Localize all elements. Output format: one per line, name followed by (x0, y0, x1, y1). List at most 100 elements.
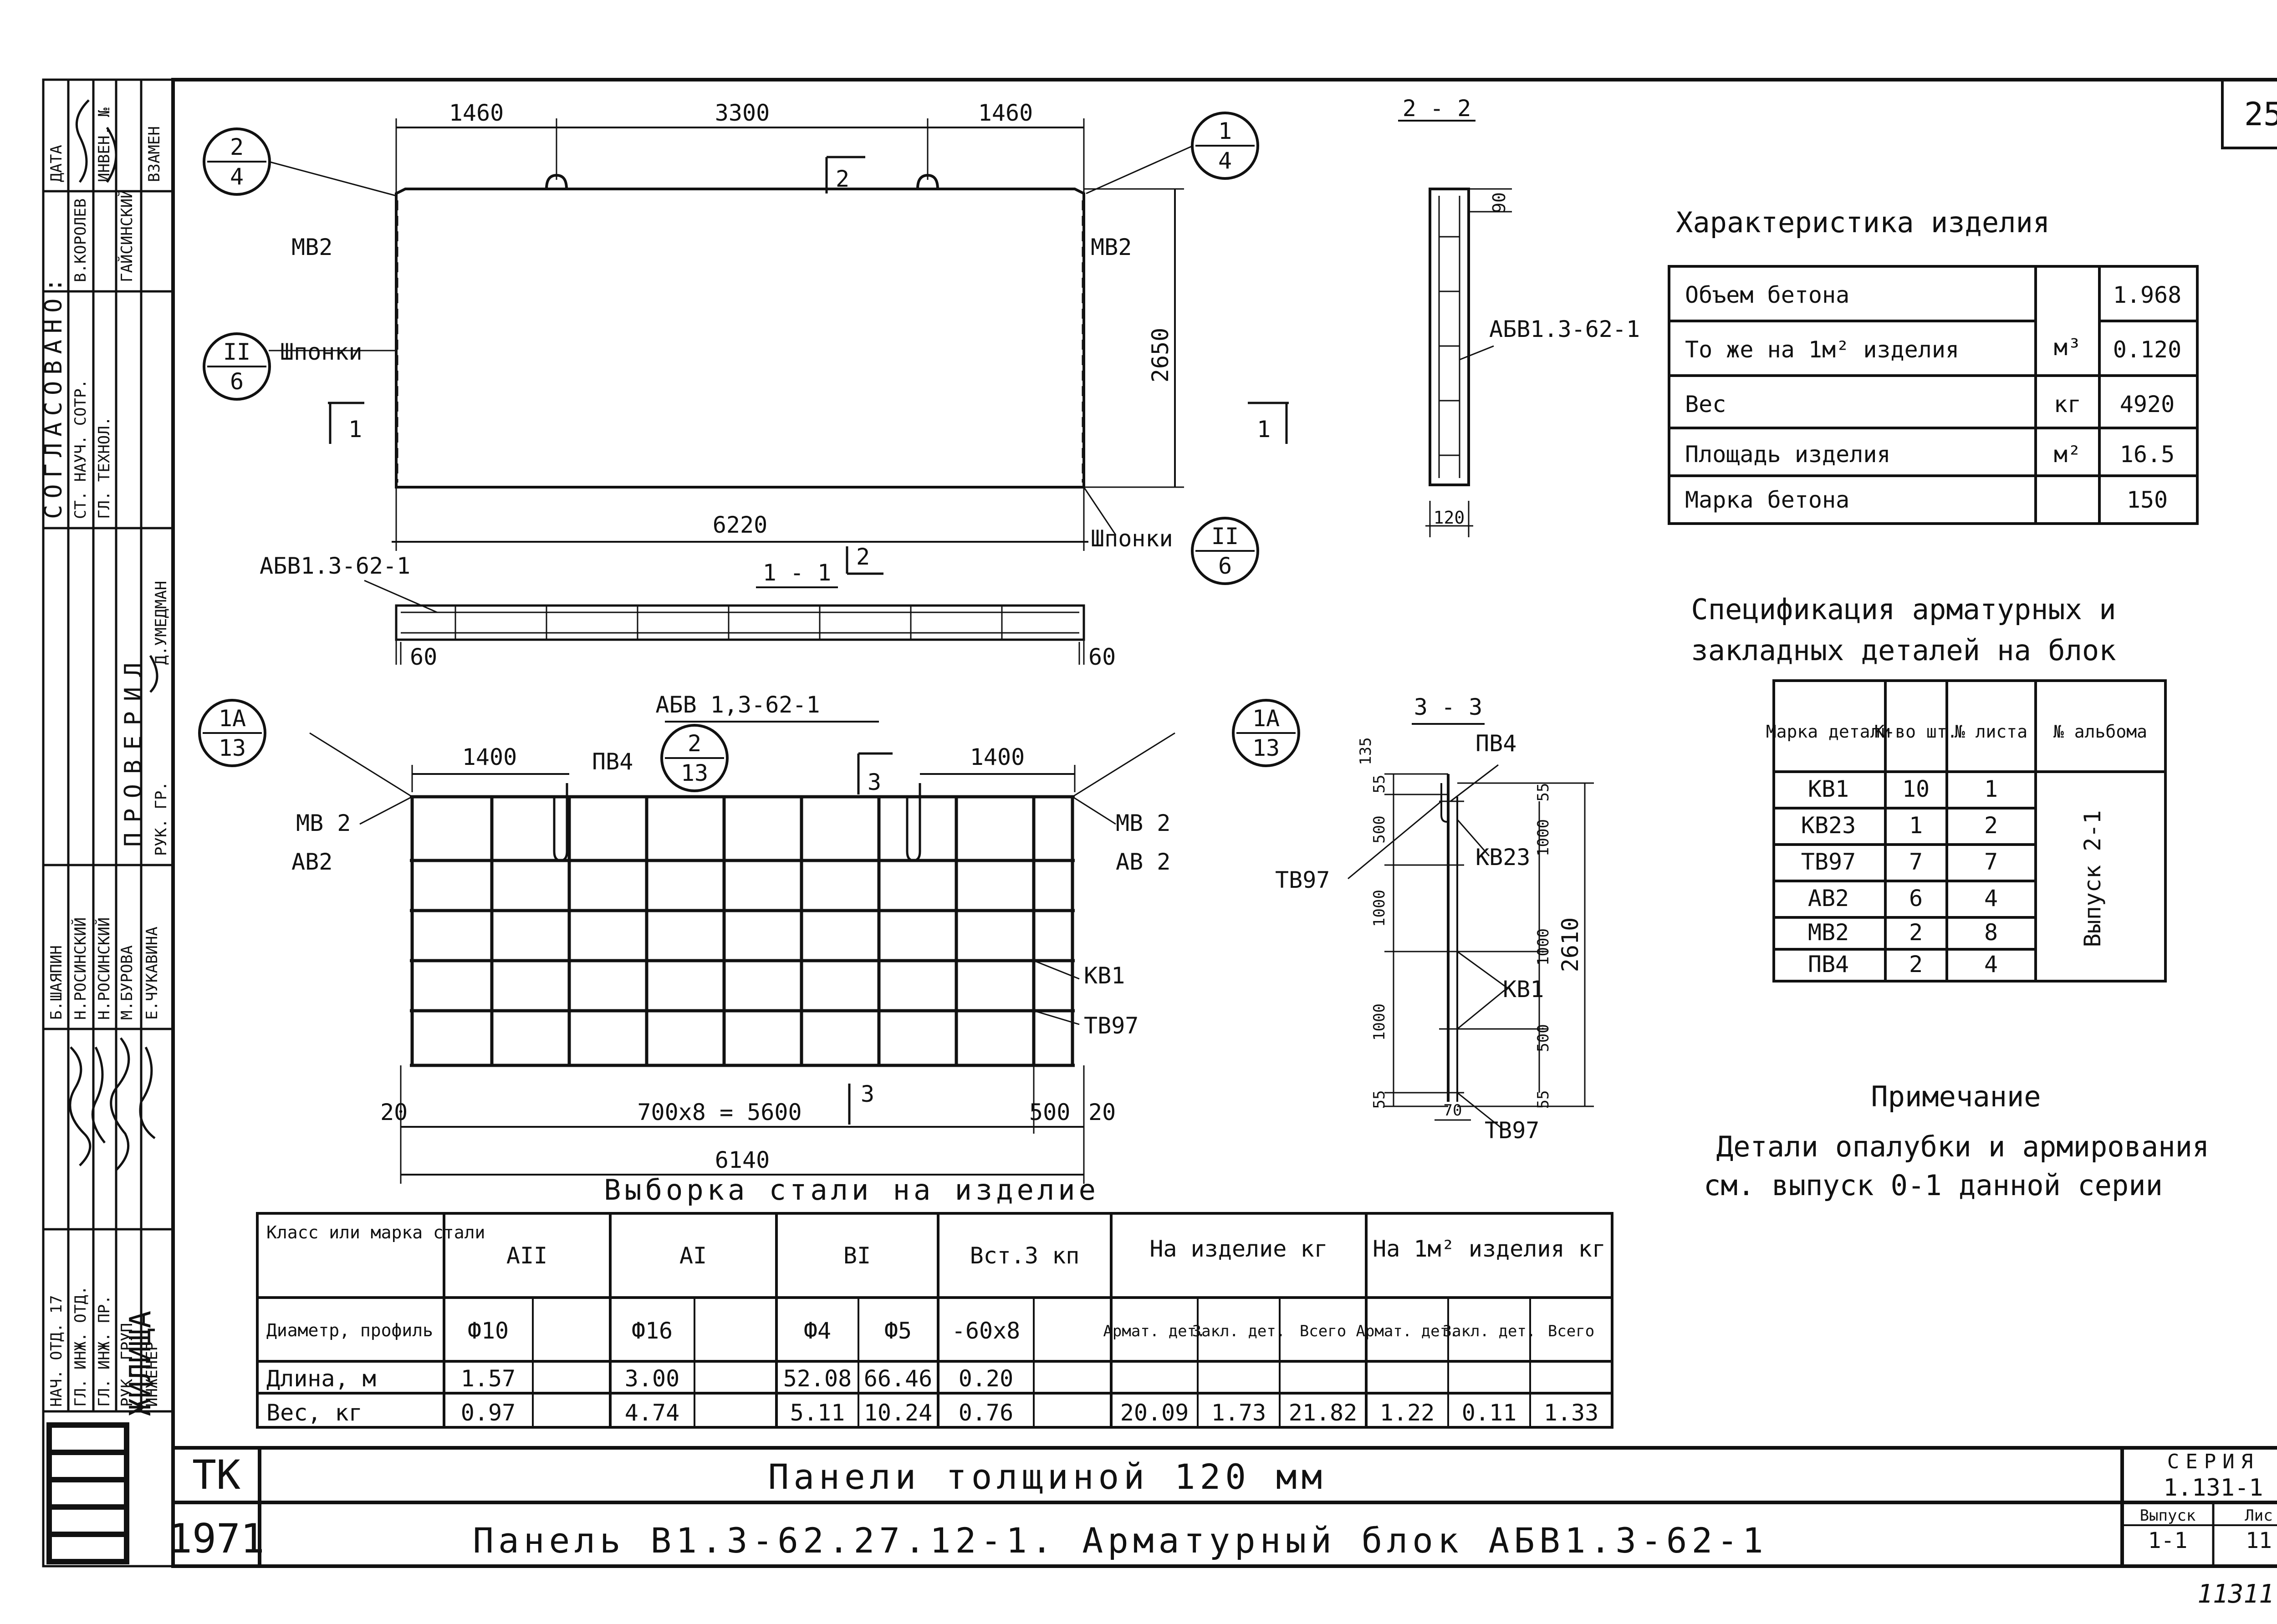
stamp-approved-header: СОГЛАСОВАНО: (40, 271, 67, 519)
spec-r6-mark: ПВ4 (1808, 951, 1849, 977)
callout-II-6-left-top: II (223, 339, 250, 365)
section-3-3-label-tv97-top: ТВ97 (1275, 867, 1330, 893)
panel-dim-top-1: 1460 (449, 100, 504, 126)
stamp-staff-role-2: ГЛ. ИНЖ. ОТД. (71, 1286, 90, 1407)
section-1-1-edge-dim-left: 60 (410, 644, 437, 670)
spec-album: Выпуск 2-1 (2079, 810, 2106, 947)
stamp-approval-name-1: В.КОРОЛЕВ (71, 199, 90, 282)
char-value-2: 0.120 (2113, 336, 2182, 363)
stamp-staff-name-2: Н.РОСИНСКИЙ (71, 917, 90, 1020)
char-unit-4: м² (2054, 441, 2081, 468)
steel-head-class: Класс или марка стали (266, 1222, 485, 1242)
block-dim-left: 1400 (462, 744, 517, 770)
panel-dim-top-3: 1460 (978, 100, 1033, 126)
note-title: Примечание (1871, 1080, 2041, 1113)
title-block (173, 1446, 2277, 1566)
stamp-approval-role-2: ГЛ. ТЕХНОЛ. (95, 417, 113, 519)
section-3-3-label-kv1: КВ1 (1503, 976, 1544, 1003)
section-1-1-mark: 2 (856, 544, 870, 570)
stamp-staff-name-3: Н.РОСИНСКИЙ (95, 917, 113, 1020)
title-series-label: СЕРИЯ (2167, 1450, 2259, 1473)
block-dim-right: 1400 (970, 744, 1025, 770)
section-3-3-right-dim-2: 1000 (1534, 819, 1552, 856)
sheet-number: 25 (2244, 96, 2277, 133)
callout-II-6-right-top: II (1211, 523, 1239, 550)
steel-wt-7: 0.76 (959, 1400, 1013, 1426)
block-view (309, 732, 1175, 1184)
panel-section-mark-1-left: 1 (348, 416, 362, 443)
title-issue: 1-1 (2148, 1528, 2188, 1553)
steel-len-3: 3.00 (625, 1365, 679, 1392)
title-line1: Панели толщиной 120 мм (768, 1456, 1327, 1497)
steel-wt-1: 0.97 (461, 1400, 516, 1426)
spec-r6-sheet: 4 (1984, 951, 1998, 977)
steel-wt-12: 1.22 (1380, 1400, 1435, 1426)
steel-sub-header-1: Армат. дет. (1103, 1322, 1205, 1340)
block-dim-edge-20: 20 (1088, 1099, 1116, 1125)
block-label-ab2-right: АВ 2 (1116, 849, 1170, 875)
panel-label-keys-right: Шпонки (1091, 525, 1173, 552)
steel-row-wt-label: Вес, кг (266, 1400, 362, 1426)
section-3-3-right-dim-4: 500 (1534, 1024, 1552, 1052)
callout-1a-13-right-top: 1А (1252, 705, 1280, 732)
stamp-checked-name: Д.УМЕДМАН (152, 581, 170, 665)
block-label-mv2-left: МВ 2 (296, 810, 351, 836)
steel-wt-14: 1.33 (1544, 1400, 1598, 1426)
spec-r3-qty: 7 (1909, 849, 1923, 875)
char-label-1: Объем бетона (1685, 282, 1849, 308)
spec-r4-sheet: 4 (1984, 885, 1998, 911)
block-dim-edge-500: 500 (1029, 1099, 1070, 1125)
panel-dim-height: 2650 (1147, 328, 1174, 382)
section-2-2 (1398, 120, 1512, 537)
steel-diam-7: -60х8 (952, 1318, 1021, 1344)
section-2-2-dim-width: 120 (1434, 508, 1465, 528)
title-code: ТК (192, 1451, 240, 1498)
spec-r4-mark: АВ2 (1808, 885, 1849, 911)
steel-class-3: ВI (843, 1242, 871, 1269)
spec-header-album: № альбома (2053, 722, 2147, 742)
callout-2-13-bottom: 13 (681, 760, 708, 786)
stamp-checked-label: ПРОВЕРИЛ (120, 653, 147, 847)
stamp-staff-role-3: ГЛ. ИНЖ. ПР. (95, 1295, 113, 1407)
steel-wt-10: 1.73 (1211, 1400, 1266, 1426)
side-stamp (42, 78, 174, 1568)
panel-label-mv2-left: МВ2 (291, 234, 332, 260)
title-year: 1971 (168, 1515, 265, 1562)
steel-diam-3: Ф16 (632, 1318, 673, 1344)
char-value-3: 4920 (2120, 391, 2175, 417)
steel-len-5: 52.08 (783, 1365, 852, 1392)
stamp-staff-name-4: М.БУРОВА (118, 945, 136, 1020)
steel-len-1: 1.57 (461, 1365, 516, 1392)
spec-r5-mark: МВ2 (1808, 919, 1849, 946)
spec-r2-qty: 1 (1909, 812, 1923, 839)
block-section-mark-top: 3 (868, 769, 881, 795)
steel-sub-header-5: Закл. дет. (1443, 1322, 1536, 1340)
section-3-3-right-dim-3: 1000 (1534, 928, 1552, 966)
char-label-3: Вес (1685, 391, 1726, 417)
title-series: 1.131-1 (2163, 1474, 2263, 1502)
panel-label-mv2-right: МВ2 (1091, 234, 1132, 260)
steel-head-m2: На 1м² изделия кг (1373, 1236, 1606, 1262)
spec-r2-sheet: 2 (1984, 812, 1998, 839)
section-3-3-dim-total: 2610 (1557, 917, 1583, 972)
section-3-3-left-dim-1: 135 (1357, 737, 1375, 765)
steel-head-item: На изделие кг (1149, 1236, 1327, 1262)
section-3-3-left-dim-4: 1000 (1370, 890, 1389, 927)
callout-2-13-top: 2 (688, 730, 701, 757)
section-2-2-dim-top: 90 (1489, 192, 1509, 213)
block-label-tv97: ТВ97 (1084, 1013, 1138, 1039)
block-dim-total: 6140 (715, 1147, 770, 1173)
steel-len-6: 66.46 (864, 1365, 933, 1392)
stamp-approval-role-1: СТ. НАУЧ. СОТР. (71, 379, 90, 519)
spec-r3-sheet: 7 (1984, 849, 1998, 875)
steel-title: Выборка стали на изделие (604, 1173, 1099, 1207)
steel-wt-11: 21.82 (1289, 1400, 1358, 1426)
spec-r2-mark: КВ23 (1801, 812, 1856, 839)
section-3-3-left-dim-6: 55 (1370, 1090, 1389, 1109)
panel-dim-length: 6220 (713, 512, 767, 538)
section-3-3-title: 3 - 3 (1414, 694, 1483, 720)
callout-1-4-top: 1 (1218, 118, 1232, 144)
note-line2: см. выпуск 0-1 данной серии (1704, 1169, 2163, 1202)
spec-table (1772, 679, 2167, 983)
